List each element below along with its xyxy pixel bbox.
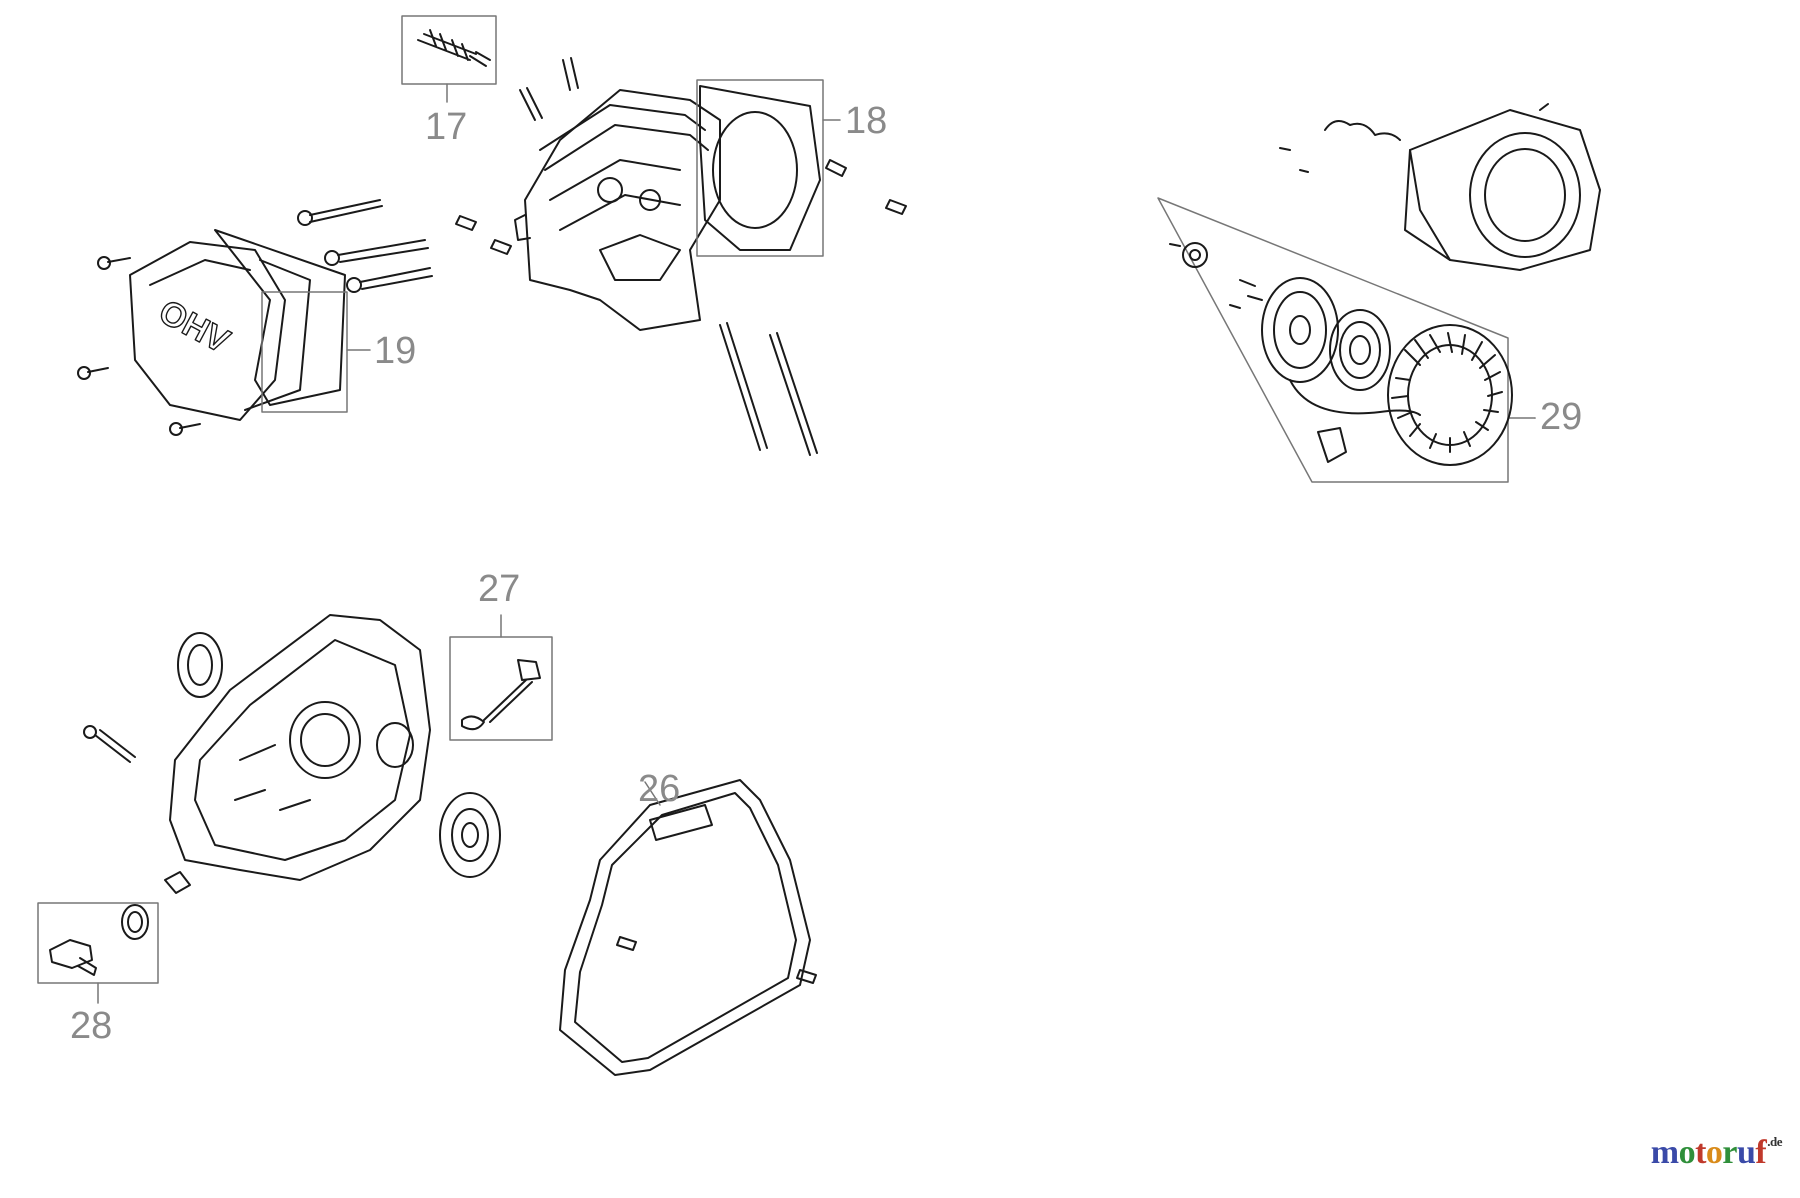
watermark-tld: .de	[1767, 1134, 1782, 1149]
callout-27: 27	[478, 568, 521, 610]
motoruf-watermark: motoruf.de	[1651, 1134, 1783, 1172]
watermark-letter: t	[1695, 1134, 1706, 1171]
cylinder-head-part-18	[455, 57, 907, 456]
spark-plug-part-17	[401, 15, 497, 103]
watermark-letter: f	[1755, 1134, 1767, 1171]
callout-29: 29	[1540, 396, 1583, 438]
watermark-letter: o	[1705, 1134, 1723, 1171]
callout-19: 19	[374, 330, 417, 372]
crankcase-cover	[83, 614, 501, 894]
callout-18: 18	[845, 100, 888, 142]
crankcase-gasket-part-26	[559, 779, 817, 1076]
drain-plug-part-28	[37, 902, 159, 1004]
oil-dipstick-part-27	[449, 614, 553, 741]
watermark-letter: m	[1650, 1134, 1679, 1171]
callout-26: 26	[638, 768, 681, 810]
watermark-letter: r	[1722, 1134, 1737, 1171]
cover-embossing-text: OHV	[153, 293, 236, 361]
recoil-starter-part-29	[1157, 103, 1601, 483]
watermark-letter: o	[1678, 1134, 1696, 1171]
watermark-letter: u	[1737, 1134, 1756, 1171]
callout-17: 17	[425, 106, 468, 148]
callout-28: 28	[70, 1005, 113, 1047]
valve-cover-part-19	[77, 199, 433, 436]
watermark-letters: motoruf	[1651, 1134, 1767, 1171]
